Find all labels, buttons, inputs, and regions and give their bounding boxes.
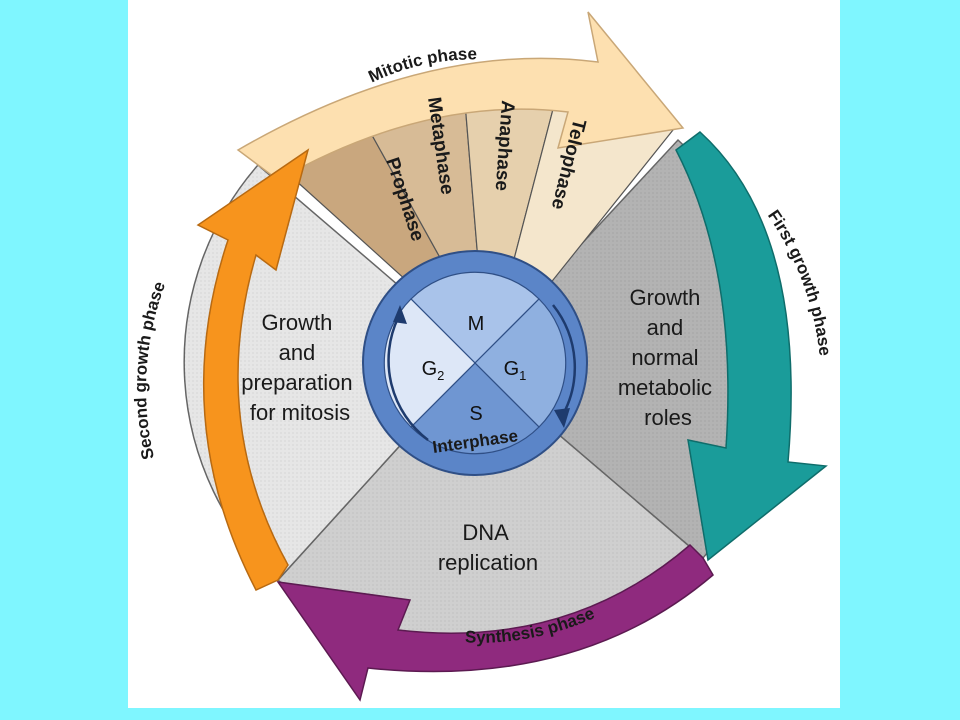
second-growth-arrow — [196, 148, 310, 591]
m-label: M — [468, 313, 485, 335]
g2-quadrant — [383, 298, 476, 428]
synthesis-arrow — [276, 543, 714, 702]
first-growth-arrow — [675, 131, 828, 562]
cell-cycle-diagram: M G1 S G2 Interphase Prophase Metaphase … — [128, 0, 840, 708]
g2-sector-text: Growth and preparation for mitosis — [241, 310, 358, 425]
mitotic-phase-arrow — [236, 11, 685, 181]
g1-label: G1 — [504, 358, 527, 383]
m-quadrant — [410, 271, 540, 364]
second-growth-label: Second growth phase — [131, 279, 169, 461]
g2-label: G2 — [422, 358, 445, 383]
g1-quadrant — [474, 298, 567, 428]
s-label: S — [469, 403, 482, 425]
g1-sector-text: Growth and normal metabolic roles — [618, 285, 718, 430]
cell-cycle-svg: M G1 S G2 Interphase Prophase Metaphase … — [131, 11, 835, 702]
s-sector-text: DNA replication — [438, 520, 538, 575]
